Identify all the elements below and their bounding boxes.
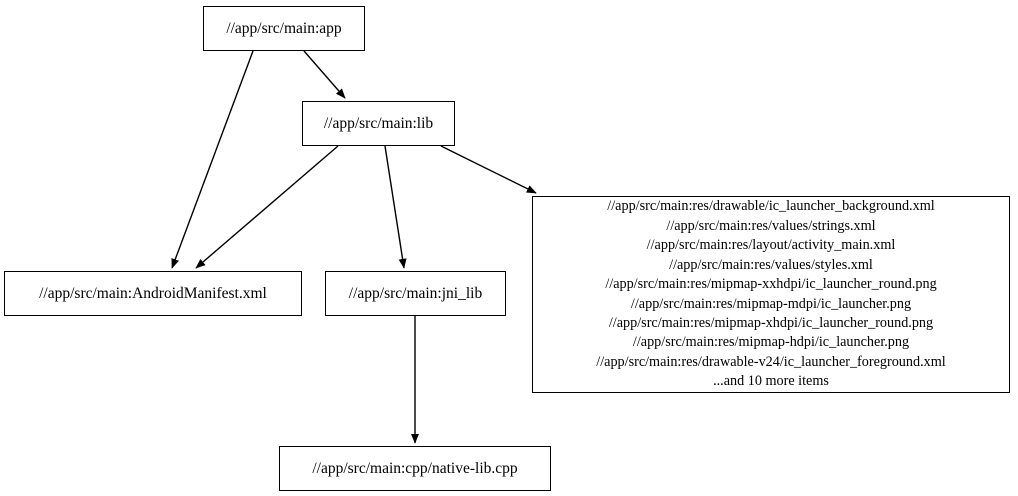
edge-lib-to-res (440, 145, 537, 194)
node-jni-lib-label: //app/src/main:jni_lib (348, 284, 483, 302)
node-androidmanifest[interactable]: //app/src/main:AndroidManifest.xml (4, 271, 302, 316)
node-native-lib-cpp-label: //app/src/main:cpp/native-lib.cpp (312, 459, 518, 477)
node-res-group[interactable]: //app/src/main:res/drawable/ic_launcher_… (532, 196, 1010, 393)
node-native-lib-cpp[interactable]: //app/src/main:cpp/native-lib.cpp (279, 446, 551, 491)
node-app-label: //app/src/main:app (226, 19, 342, 37)
edge-lib-to-manifest (195, 145, 339, 269)
node-lib[interactable]: //app/src/main:lib (302, 101, 455, 146)
edge-app-to-lib (303, 50, 346, 99)
edge-lib-to-jni_lib (384, 145, 407, 269)
node-androidmanifest-label: //app/src/main:AndroidManifest.xml (39, 284, 267, 302)
node-app[interactable]: //app/src/main:app (203, 6, 365, 51)
node-jni-lib[interactable]: //app/src/main:jni_lib (325, 271, 506, 316)
edge-app-to-manifest (171, 50, 254, 269)
node-res-group-label: //app/src/main:res/drawable/ic_launcher_… (596, 198, 946, 390)
node-lib-label: //app/src/main:lib (323, 114, 434, 132)
